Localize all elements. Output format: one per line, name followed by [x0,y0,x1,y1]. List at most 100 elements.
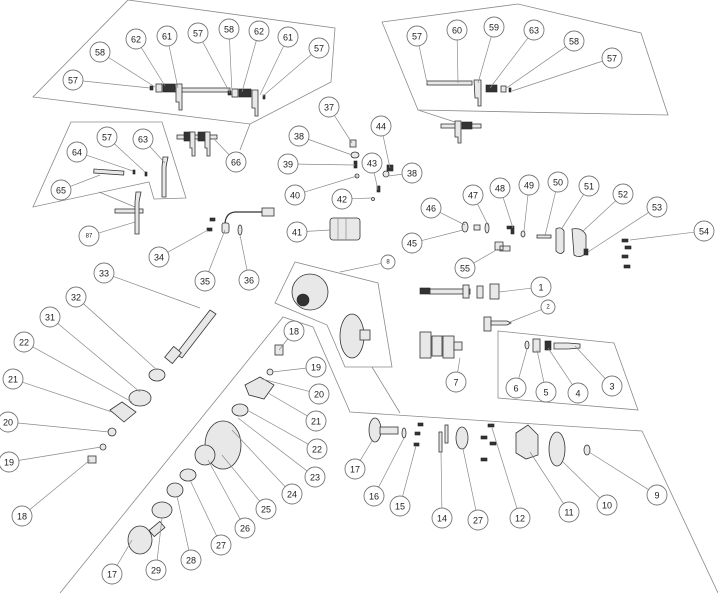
callout-53: 53 [587,196,668,253]
callout-22: 22 [13,331,133,403]
callout-27: 27 [189,479,232,556]
leader-line [523,194,529,232]
leader-line [581,200,616,233]
callout-number: 60 [452,26,462,36]
callout-number: 57 [193,29,203,39]
callout-41: 41 [286,221,331,243]
leader-line [462,448,477,511]
leader-line [221,454,260,502]
leader-line [140,47,166,87]
callout-circle [277,153,299,175]
callout-number: 55 [460,264,470,274]
callout-number: 57 [412,32,422,42]
callout-number: 53 [652,203,662,213]
leader-line [261,378,310,392]
callout-number: 59 [489,23,499,33]
callout-57: 57 [262,37,330,97]
callout-circle [363,485,385,507]
callout-35: 35 [194,229,226,292]
connector-line [417,109,456,123]
callout-60: 60 [446,19,468,84]
callout-11: 11 [529,451,580,523]
callout-7: 7 [445,357,467,393]
callout-number: 23 [310,473,320,483]
leader-line [113,276,201,309]
callout-circle [318,96,340,118]
callout-number: 87 [86,234,93,240]
detent-parts [329,139,394,241]
leader-line [167,229,209,253]
callout-65: 65 [50,174,101,201]
leader-line [351,197,373,200]
leader-line [208,229,226,272]
callout-44: 44 [370,115,392,169]
callout-number: 43 [367,159,377,169]
callout-circle [62,69,84,91]
leader-line [149,146,166,164]
callout-circle [286,221,308,243]
callout-number: 37 [324,103,334,113]
callout-number: 58 [569,37,579,47]
callout-circle [148,246,170,268]
leader-line [29,459,91,510]
callout-number: 57 [607,54,617,64]
callout-number: 18 [17,512,27,522]
callout-36: 36 [238,234,260,291]
callout-circle [530,276,552,298]
leader-line [229,38,233,94]
callout-17: 17 [344,440,373,480]
callout-number: 17 [350,465,360,475]
connector-line [239,123,251,151]
leader-line [418,45,428,84]
parts [87,79,632,555]
callout-number: 62 [131,35,141,45]
callout-33: 33 [93,262,201,309]
callout-number: 27 [216,541,226,551]
leader-line [574,345,606,379]
connector-line [98,191,136,208]
callout-circle [304,466,326,488]
leader-line [473,248,499,264]
callout-54: 54 [629,220,715,242]
callout-number: 66 [231,158,241,168]
callout-number: 20 [3,418,13,428]
callout-37: 37 [318,96,353,144]
callout-1: 1 [498,276,552,298]
leader-line [547,347,573,385]
callout-circle [156,25,178,47]
callout-circle [535,381,557,403]
callout-number: 45 [407,239,417,249]
callout-number: 63 [529,26,539,36]
leader-line [70,174,101,187]
output-housing-part [127,344,284,555]
gear-position-sensor-part [206,207,275,236]
callout-circle [454,257,476,279]
box-shift-lever [32,121,187,208]
callout-number: 50 [553,178,563,188]
callout-number: 4 [575,389,580,399]
shift-fork-shaft-part [149,83,266,117]
mainshaft-part [419,283,500,300]
leader-line [202,41,231,94]
callout-circle [406,25,428,47]
callout-63: 63 [489,19,545,89]
callout-45: 45 [401,229,464,254]
shift-shaft-parts [461,221,632,269]
clutch-assembly-part [291,273,371,359]
leader-line [18,446,102,461]
callout-circle [284,184,306,206]
callout-2: 2 [509,299,556,323]
leader-line [456,39,459,84]
callout-42: 42 [331,188,373,210]
leader-line [504,46,566,90]
callout-50: 50 [544,171,569,237]
leader-line [57,323,141,393]
callout-circle [401,162,423,184]
leader-line [373,172,379,191]
callout-61: 61 [156,25,179,89]
callout-circle [540,299,556,315]
leader-line [529,451,564,504]
leader-line [278,338,289,351]
